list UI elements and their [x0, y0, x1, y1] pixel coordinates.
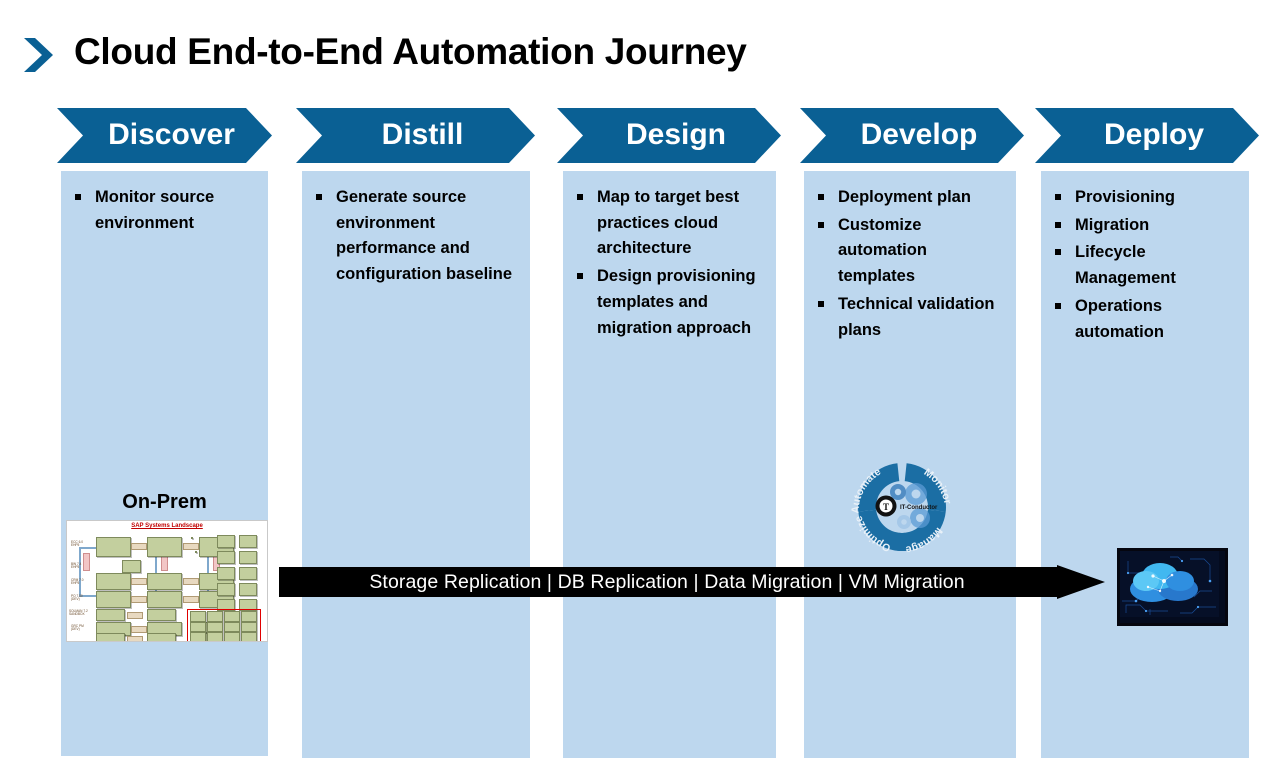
list-item: Operations automation: [1051, 294, 1241, 345]
title-bar: Cloud End-to-End Automation Journey: [0, 14, 1280, 78]
stage-header-develop[interactable]: Develop: [800, 108, 1024, 163]
stage-develop: Develop Deployment plan Customize automa…: [800, 108, 1024, 758]
bullet-square-icon: [1055, 194, 1061, 200]
bullet-square-icon: [818, 221, 824, 228]
stage-body-discover: Monitor source environment: [61, 171, 268, 756]
bullet-text: Design provisioning templates and migrat…: [597, 267, 756, 337]
bullet-square-icon: [1055, 302, 1061, 309]
bullet-text: Operations automation: [1075, 296, 1164, 341]
stage-title-design: Design: [625, 117, 727, 151]
stage-header-discover[interactable]: Discover: [57, 108, 272, 163]
migration-arrow-label: Storage Replication | DB Replication | D…: [369, 570, 965, 593]
bullet-text: Lifecycle Management: [1075, 243, 1176, 288]
stage-title-discover: Discover: [108, 117, 235, 151]
list-item: Lifecycle Management: [1051, 240, 1241, 291]
bullet-text: Generate source environment performance …: [336, 188, 513, 284]
bullet-square-icon: [316, 194, 322, 200]
stage-body-deploy: Provisioning Migration Lifecycle Managem…: [1041, 171, 1249, 758]
bullet-list-develop: Deployment plan Customize automation tem…: [804, 171, 1016, 343]
list-item: Deployment plan: [814, 185, 1008, 211]
cloud-image: [1117, 548, 1228, 626]
bullet-text: Migration: [1075, 215, 1150, 234]
list-item: Migration: [1051, 213, 1241, 239]
bullet-text: Technical validation plans: [838, 294, 995, 339]
stage-title-distill: Distill: [381, 117, 464, 151]
chevron-right-icon: [22, 36, 58, 74]
stage-distill: Distill Generate source environment perf…: [296, 108, 535, 758]
automation-wheel-center-label: IT-Conductor: [900, 505, 938, 511]
bullet-list-design: Map to target best practices cloud archi…: [563, 171, 776, 341]
stage-design: Design Map to target best practices clou…: [557, 108, 781, 758]
bullet-list-deploy: Provisioning Migration Lifecycle Managem…: [1041, 171, 1249, 345]
migration-arrow: [279, 565, 1105, 599]
list-item: Customize automation templates: [814, 213, 1008, 290]
stage-discover: Discover Monitor source environment: [57, 108, 272, 756]
onprem-caption: On-Prem: [122, 491, 207, 513]
bullet-square-icon: [818, 300, 824, 307]
bullet-text: Map to target best practices cloud archi…: [597, 188, 740, 258]
stage-deploy: Deploy Provisioning Migration Lifecycle …: [1035, 108, 1259, 758]
stage-title-develop: Develop: [860, 117, 978, 151]
bullet-square-icon: [1055, 249, 1061, 256]
bullet-square-icon: [75, 194, 81, 200]
bullet-text: Monitor source environment: [95, 188, 215, 232]
bullet-text: Provisioning: [1075, 188, 1175, 206]
svg-text:T: T: [883, 502, 889, 512]
list-item: Monitor source environment: [71, 185, 260, 236]
bullet-square-icon: [1055, 221, 1061, 228]
gear-icon: T: [875, 495, 897, 517]
list-item: Map to target best practices cloud archi…: [573, 185, 768, 262]
list-item: Design provisioning templates and migrat…: [573, 264, 768, 341]
bullet-list-discover: Monitor source environment: [61, 171, 268, 236]
cloud-icon: [1130, 563, 1198, 602]
bullet-text: Customize automation templates: [838, 215, 927, 286]
stage-body-design: Map to target best practices cloud archi…: [563, 171, 776, 758]
bullet-square-icon: [577, 194, 583, 200]
page-title: Cloud End-to-End Automation Journey: [74, 31, 747, 72]
stage-header-deploy[interactable]: Deploy: [1035, 108, 1259, 163]
list-item: Provisioning: [1051, 185, 1241, 211]
stage-body-develop: Deployment plan Customize automation tem…: [804, 171, 1016, 758]
automation-wheel-graphic: T IT-Conductor Automate Monitor Manage O…: [836, 448, 968, 566]
sap-landscape-title: SAP Systems Landscape: [131, 523, 203, 529]
bullet-square-icon: [577, 273, 583, 280]
stage-title-deploy: Deploy: [1103, 117, 1205, 151]
list-item: Technical validation plans: [814, 292, 1008, 343]
stage-header-design[interactable]: Design: [557, 108, 781, 163]
bullet-text: Deployment plan: [838, 188, 971, 206]
list-item: Generate source environment performance …: [312, 185, 522, 288]
stage-header-distill[interactable]: Distill: [296, 108, 535, 163]
bullet-square-icon: [818, 194, 824, 200]
bullet-list-distill: Generate source environment performance …: [302, 171, 530, 288]
stage-body-distill: Generate source environment performance …: [302, 171, 530, 758]
